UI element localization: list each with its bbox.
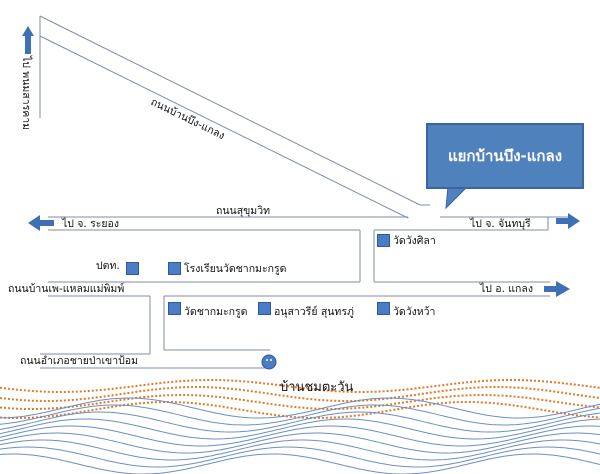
poi-label-wat-chak-makrut: วัดชากมะกรูด: [184, 306, 248, 318]
direction-label-north: ไป พนมสารคาม: [20, 56, 32, 131]
direction-label-klaeng: ไป อ. แกลง: [480, 283, 533, 295]
wave-line-2: [0, 394, 600, 410]
poi-label-post-office: ปตท.: [96, 260, 120, 272]
junction-callout: แยกบ้านบึง-แกลง: [426, 123, 584, 189]
road-ban-bueng-klaeng: [39, 15, 430, 219]
wave-line-0: [0, 379, 600, 393]
north-arrow-icon: [22, 26, 34, 54]
poi-label-wat-wang-wa: วัดวังหว้า: [393, 306, 436, 318]
poi-label-wat-wang-sila: วัดวังศิลา: [393, 235, 436, 247]
wave-line-4: [0, 397, 600, 419]
poi-label-school: โรงเรียนวัดชากมะกรูด: [184, 263, 287, 275]
wave-line-11: [0, 446, 600, 468]
poi-marker-wat-wang-sila: [377, 234, 390, 247]
wave-line-12: [0, 453, 600, 474]
road-ban-phe: [48, 281, 550, 354]
sea-waves: [0, 379, 600, 474]
destination-marker-icon: [261, 354, 277, 370]
callout-text: แยกบ้านบึง-แกลง: [447, 147, 563, 165]
destination-label: บ้านชมตะวัน: [280, 380, 354, 395]
callout-pointer: [445, 185, 470, 210]
wave-line-10: [0, 439, 600, 461]
arrow-east-klaeng-icon: [544, 281, 570, 297]
wave-line-6: [0, 411, 600, 433]
wave-line-1: [0, 386, 600, 402]
poi-label-monument: อนุสาวรีย์ สุนทรภู่: [274, 306, 354, 318]
poi-marker-wat-chak-makrut: [168, 302, 181, 315]
poi-marker-school: [168, 262, 181, 275]
direction-label-chanthaburi: ไป จ. จันทบุรี: [470, 218, 531, 230]
road-label-ban-phe: ถนนบ้านเพ-แหลมแม่พิมพ์: [8, 283, 125, 295]
road-amphoe-lower: [40, 349, 270, 369]
road-label-sukhumvit: ถนนสุขุมวิท: [216, 205, 271, 217]
wave-line-3: [0, 401, 600, 419]
road-sukhumvit: [48, 216, 568, 282]
poi-marker-post-office: [126, 262, 139, 275]
poi-marker-wat-wang-wa: [377, 302, 390, 315]
wave-line-9: [0, 432, 600, 454]
road-label-amphoe: ถนนอำเภอชายป่าเขาป้อม: [20, 355, 139, 367]
direction-label-rayong: ไป จ. ระยอง: [62, 218, 119, 230]
poi-marker-monument: [258, 302, 271, 315]
wave-line-5: [0, 404, 600, 426]
wave-line-8: [0, 425, 600, 447]
arrow-west-rayong-icon: [28, 215, 54, 231]
arrow-east-chanthaburi-icon: [556, 213, 580, 229]
wave-line-7: [0, 418, 600, 440]
